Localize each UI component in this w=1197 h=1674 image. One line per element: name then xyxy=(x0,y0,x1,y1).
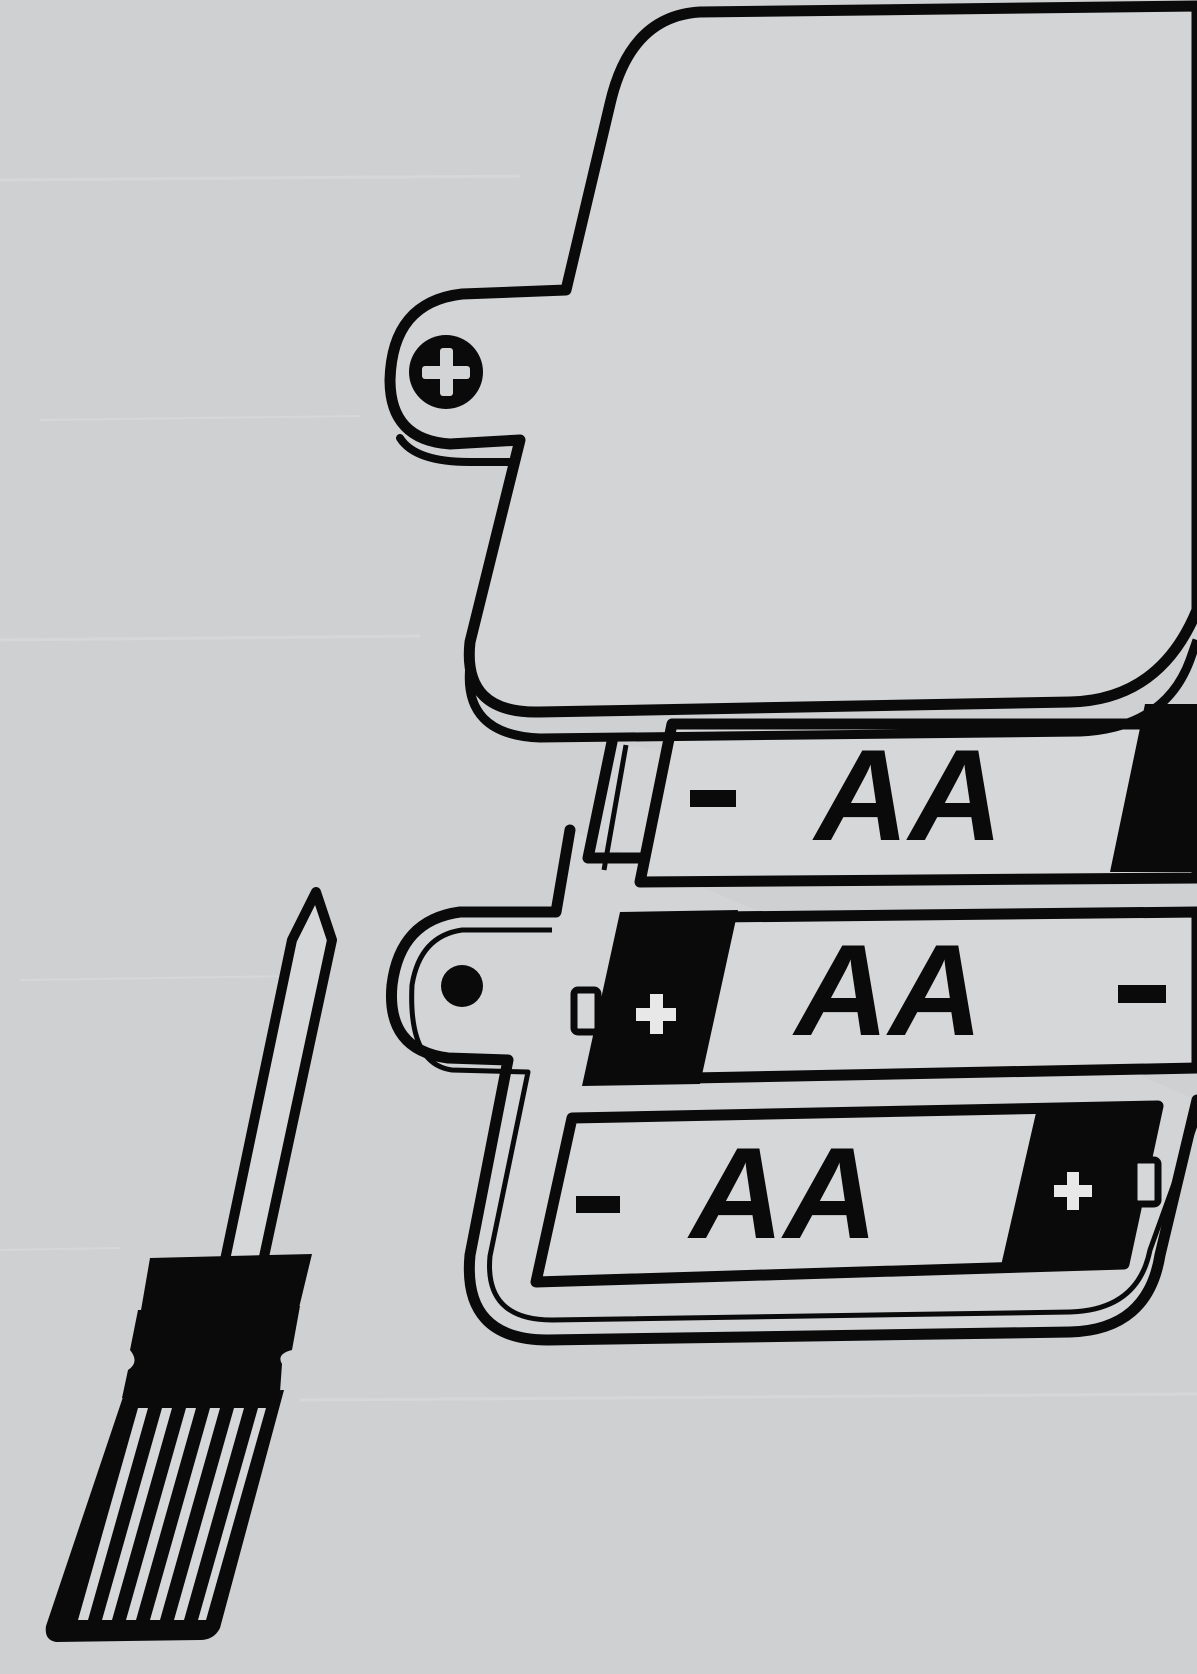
screw-hole-icon xyxy=(441,965,483,1007)
phillips-screw-head-icon xyxy=(409,335,483,409)
minus-sign-icon xyxy=(1118,985,1166,1003)
plus-sign-icon xyxy=(636,994,676,1034)
minus-sign-icon xyxy=(576,1196,620,1213)
screwdriver-icon xyxy=(45,887,337,1642)
battery-lid xyxy=(384,0,1197,743)
battery-aa-middle: AA xyxy=(570,906,1197,1086)
battery-nub xyxy=(570,986,602,1036)
battery-positive-cap xyxy=(1110,704,1197,872)
battery-nub xyxy=(1130,1156,1162,1208)
minus-sign-icon xyxy=(690,790,736,807)
battery-aa-bottom: AA xyxy=(530,1100,1164,1288)
battery-label: AA xyxy=(812,722,1003,868)
paper-texture xyxy=(0,174,1197,1402)
battery-label: AA xyxy=(687,1120,878,1266)
battery-label: AA xyxy=(792,917,983,1063)
plus-sign-icon xyxy=(1054,1172,1092,1210)
battery-aa-top: AA xyxy=(634,704,1197,888)
